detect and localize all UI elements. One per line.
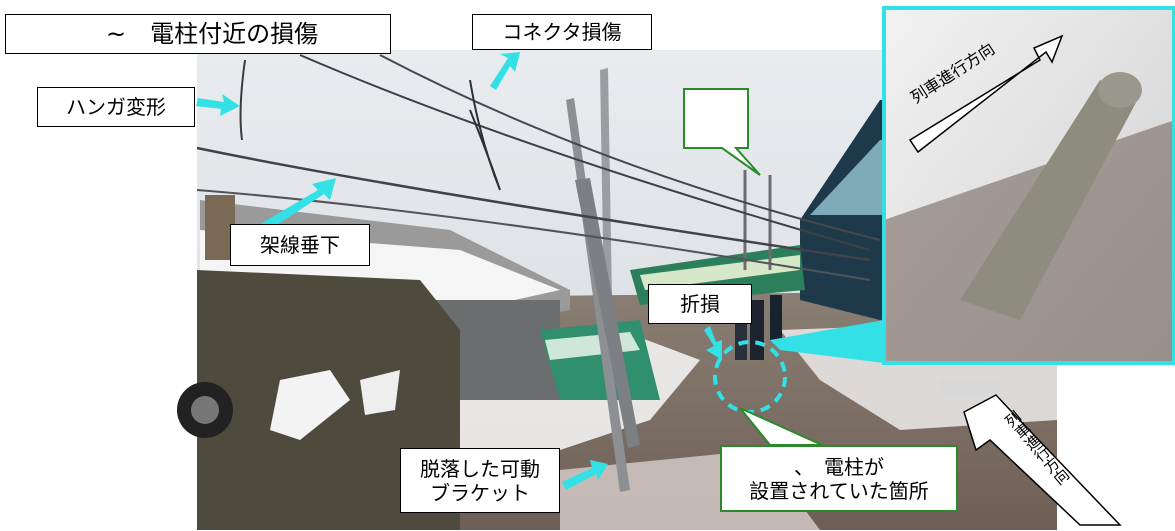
page-title: ~ 電柱付近の損傷 bbox=[5, 14, 391, 54]
pole-site-line2: 設置されていた箇所 bbox=[749, 478, 929, 503]
inset-direction-arrow bbox=[908, 34, 1064, 154]
hanger-deformation-label: ハンガ変形 bbox=[37, 87, 195, 127]
pole-site-label: 、 電柱が 設置されていた箇所 bbox=[720, 445, 958, 512]
pole-site-line1: 、 電柱が bbox=[794, 454, 884, 479]
title-text: 電柱付近の損傷 bbox=[150, 19, 319, 48]
connector-damage-label: コネクタ損傷 bbox=[472, 14, 652, 50]
title-tilde: ~ bbox=[106, 19, 127, 48]
broken-label: 折損 bbox=[648, 284, 752, 324]
dropped-bracket-label: 脱落した可動 ブラケット bbox=[400, 448, 560, 513]
overhead-wire-sag-label: 架線垂下 bbox=[230, 224, 370, 266]
